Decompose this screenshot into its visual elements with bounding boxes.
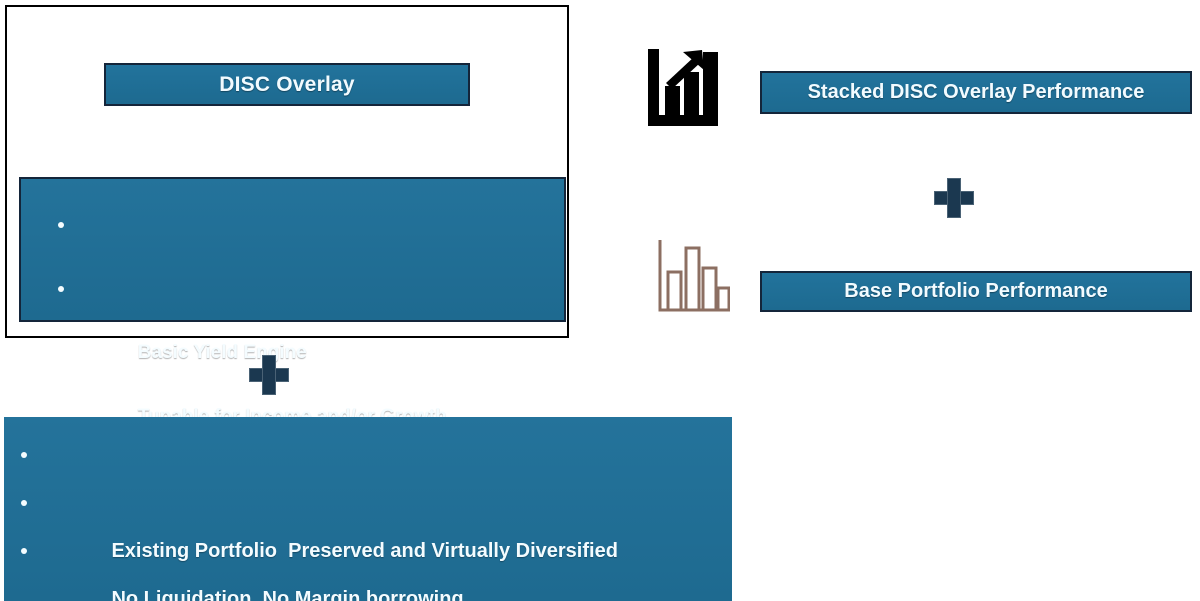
- disc-overlay-card: DISC Overlay Basic Yield Engine Tunable …: [5, 5, 569, 427]
- stacked-disc-overlay-performance-box[interactable]: Stacked DISC Overlay Performance: [760, 71, 1192, 114]
- declining-bar-chart-icon: [656, 238, 731, 316]
- list-item: Existing Portfolio Preserved and Virtual…: [4, 431, 732, 562]
- plus-icon: [249, 355, 289, 395]
- disc-overlay-feature-list: Basic Yield Engine Tunable for Income an…: [21, 193, 564, 427]
- list-item: Tunable for Income and/or Growth: [21, 257, 564, 427]
- list-item-label: No Liquidation. No Margin borrowing: [111, 588, 464, 601]
- disc-overlay-features-panel: Basic Yield Engine Tunable for Income an…: [19, 177, 566, 427]
- growth-bar-chart-icon: [646, 49, 720, 127]
- disc-overlay-title-label: DISC Overlay: [219, 72, 355, 96]
- stacked-disc-overlay-performance-label: Stacked DISC Overlay Performance: [807, 81, 1145, 103]
- disc-overlay-title-box[interactable]: DISC Overlay: [104, 63, 470, 106]
- bullet-dot-icon: [21, 548, 27, 554]
- bullet-dot-icon: [21, 500, 27, 506]
- list-item: Basic Yield Engine: [21, 193, 564, 363]
- plus-icon-vertical-bar: [262, 355, 276, 395]
- base-portfolio-performance-label: Base Portfolio Performance: [844, 280, 1108, 302]
- plus-icon-vertical-bar: [947, 178, 961, 218]
- plus-icon: [934, 178, 974, 218]
- list-item: No Liquidation. No Margin borrowing: [4, 479, 732, 601]
- list-item-label: Existing Portfolio Preserved and Virtual…: [111, 540, 618, 562]
- list-item: Portfolio can be all-cash too: [4, 527, 732, 575]
- list-item-label: Basic Yield Engine: [137, 342, 307, 363]
- portfolio-benefits-list: Existing Portfolio Preserved and Virtual…: [4, 431, 732, 601]
- bullet-dot-icon: [58, 286, 64, 292]
- bullet-dot-icon: [58, 222, 64, 228]
- bullet-dot-icon: [21, 452, 27, 458]
- base-portfolio-performance-box[interactable]: Base Portfolio Performance: [760, 271, 1192, 312]
- portfolio-benefits-panel: Existing Portfolio Preserved and Virtual…: [4, 417, 732, 601]
